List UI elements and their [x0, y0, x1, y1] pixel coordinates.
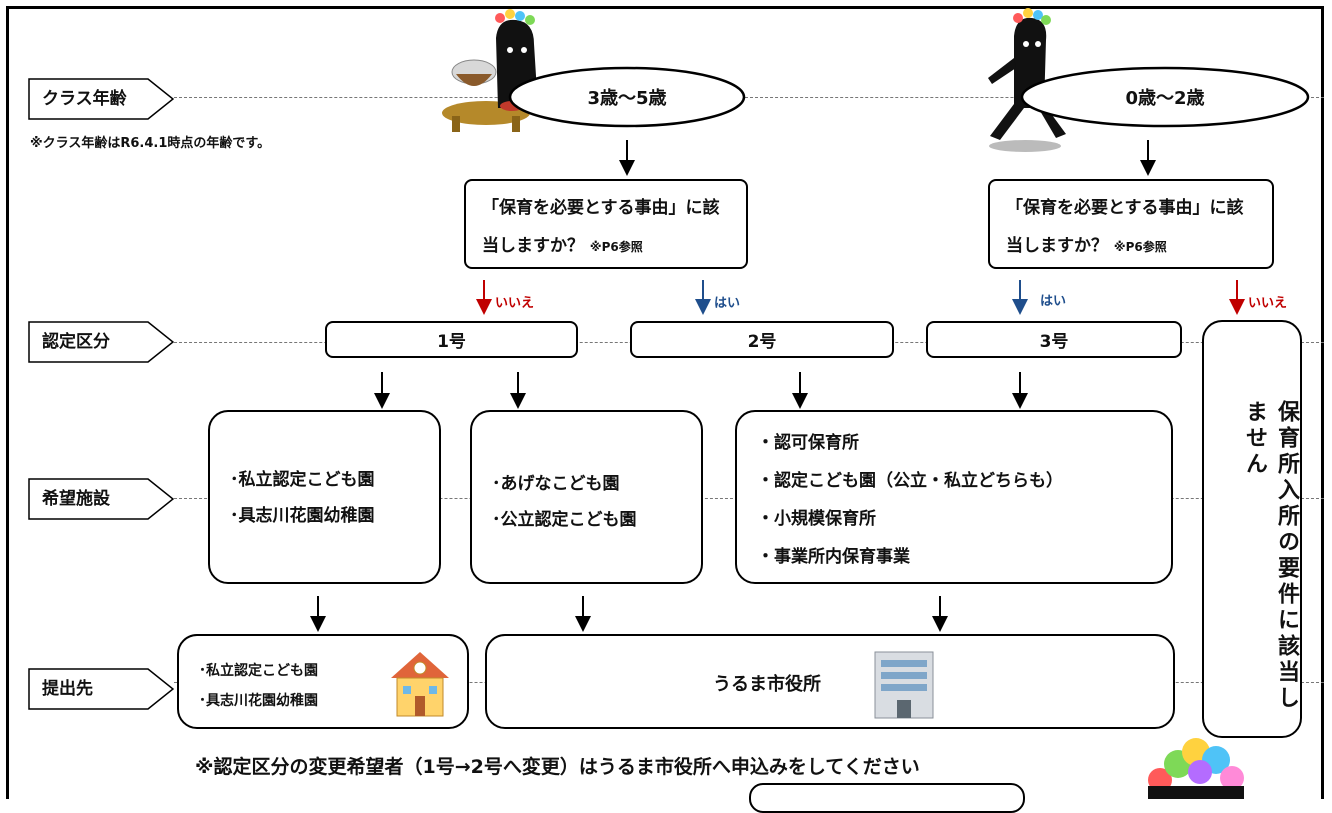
- mascot-head-icon: [1148, 738, 1244, 799]
- row-header-class-age: クラス年齢: [28, 78, 174, 120]
- category-box-3: 3号: [926, 321, 1182, 358]
- age-ellipse-0-2: 0歳～2歳: [1020, 66, 1310, 128]
- page-reference: ※P6参照: [1113, 240, 1167, 254]
- mascot-eating-icon: [442, 9, 538, 132]
- answer-yes-label: はい: [1040, 294, 1067, 309]
- facility-item: ・事業所内保育事業: [757, 547, 910, 567]
- partial-box-bottom: [749, 783, 1025, 813]
- facility-item: ・認可保育所: [757, 433, 859, 453]
- question-line2: 当しますか？: [482, 236, 584, 256]
- facility-item: ･具志川花園幼稚園: [230, 506, 375, 526]
- footer-note: ※認定区分の変更希望者（1号→2号へ変更）はうるま市役所へ申込みをしてください: [195, 756, 920, 778]
- row-header-certification: 認定区分: [28, 321, 174, 363]
- facility-item: ･公立認定こども園: [492, 510, 637, 530]
- facility-item: ・小規模保育所: [757, 509, 876, 529]
- diagram-frame: [6, 6, 1324, 799]
- answer-no-label: いいえ: [1248, 296, 1288, 311]
- row-line-class-age: [174, 97, 1324, 98]
- city-hall-building-icon: [874, 651, 934, 719]
- answer-no-label: いいえ: [495, 296, 535, 311]
- row-header-label: クラス年齢: [42, 89, 127, 109]
- age-label: 3歳～5歳: [587, 88, 667, 109]
- facility-item: ・認定こども園（公立・私立どちらも）: [757, 471, 1063, 491]
- question-line1: 「保育を必要とする事由」に該: [482, 198, 720, 218]
- facility-item: ･私立認定こども園: [230, 470, 375, 490]
- submit-item: ･具志川花園幼稚園: [199, 693, 318, 709]
- question-box-0-2: 「保育を必要とする事由」に該 当しますか？ ※P6参照: [988, 179, 1274, 269]
- facility-item: ･あげなこども園: [492, 474, 620, 494]
- row-header-facility: 希望施設: [28, 478, 174, 520]
- class-age-note: ※クラス年齢はR6.4.1時点の年齢です。: [30, 136, 271, 151]
- facility-box-2: ･あげなこども園 ･公立認定こども園: [470, 410, 703, 584]
- row-header-submit: 提出先: [28, 668, 174, 710]
- row-header-label: 希望施設: [42, 489, 110, 509]
- facility-box-3: ・認可保育所 ・認定こども園（公立・私立どちらも） ・小規模保育所 ・事業所内保…: [735, 410, 1173, 584]
- answer-yes-label: はい: [714, 296, 741, 311]
- not-eligible-text: 保育所入所の要件に該当しません: [1242, 400, 1299, 712]
- question-box-3-5: 「保育を必要とする事由」に該 当しますか？ ※P6参照: [464, 179, 748, 269]
- not-eligible-box: 保育所入所の要件に該当しません: [1202, 320, 1302, 738]
- question-line2: 当しますか？: [1006, 236, 1108, 256]
- city-hall-label: うるま市役所: [713, 674, 821, 695]
- question-line1: 「保育を必要とする事由」に該: [1006, 198, 1244, 218]
- page-reference: ※P6参照: [589, 240, 643, 254]
- category-box-1: 1号: [325, 321, 578, 358]
- category-box-2: 2号: [630, 321, 894, 358]
- submit-box-school: ･私立認定こども園 ･具志川花園幼稚園: [177, 634, 469, 729]
- submit-item: ･私立認定こども園: [199, 663, 318, 679]
- age-ellipse-3-5: 3歳～5歳: [508, 66, 746, 128]
- submit-box-city-hall: うるま市役所: [485, 634, 1175, 729]
- facility-box-1: ･私立認定こども園 ･具志川花園幼稚園: [208, 410, 441, 584]
- age-label: 0歳～2歳: [1125, 88, 1205, 109]
- row-header-label: 提出先: [42, 679, 93, 699]
- row-header-label: 認定区分: [42, 332, 110, 352]
- kindergarten-building-icon: [391, 652, 449, 717]
